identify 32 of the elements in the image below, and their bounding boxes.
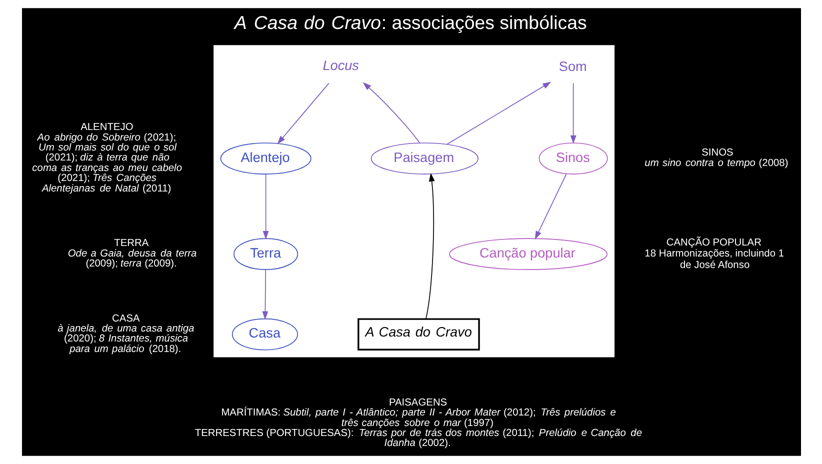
node-text: Locus [322,58,358,73]
cluster [213,45,614,358]
node-label: um sino contra o tempo (2008) [644,158,788,169]
node-ellipse: Alentejo [220,142,311,174]
node-ellipse: Casa [231,318,298,350]
node-label: SINOS [701,148,733,159]
node-text: Som [558,58,586,74]
node-label: Ao abrigo do Sobreiro (2021); Um sol mais sol do que o sol (2021); diz à terra que não coma as tranças ao meu cabelo (2021); Três Canções Alentejanas de Natal (2011) [32,132,182,194]
arrow [362,82,420,144]
arrow [425,172,434,320]
arrow [262,269,268,320]
node-ellipse: Paisagem [370,142,478,174]
node-ellipse: Canção popular [448,238,608,270]
node-ellipse: Terra [233,238,298,270]
node-ellipse: Sinos [538,142,608,174]
diagram-title: A Casa do Cravo: associações simbólicas [234,12,586,34]
node-label: MARÍTIMAS: Subtil, parte I - Atlântico; parte II - Arbor Mater (2012); Três prelúdios e três canções sobre o mar (1997) [220,408,616,429]
node-label: à janela, de uma casa antiga (2020); 8 Instantes, música para um palácio (2018). [57,323,194,355]
arrow [570,82,576,144]
node-label: 18 Harmonizações, incluindo 1 de José Afonso [644,248,784,271]
arrow [446,82,551,145]
node-label: Ode a Gaia, deusa da terra (2009); terra (2009). [67,248,196,270]
node-label: CANÇÃO POPULAR [666,238,761,249]
arrow [534,174,566,240]
node-label: TERRESTRES (PORTUGUESAS): Terras por de trás dos montes (2011); Prelúdio e Canção de Idanha (2002). [194,428,642,450]
node-box: A Casa do Cravo [357,318,480,350]
node-label: PAISAGENS [388,397,447,408]
node-label: CASA [112,313,140,324]
arrow [262,174,268,240]
arrow [276,82,329,144]
node-label: ALENTEJO [80,122,133,134]
node-label: TERRA [114,238,148,250]
